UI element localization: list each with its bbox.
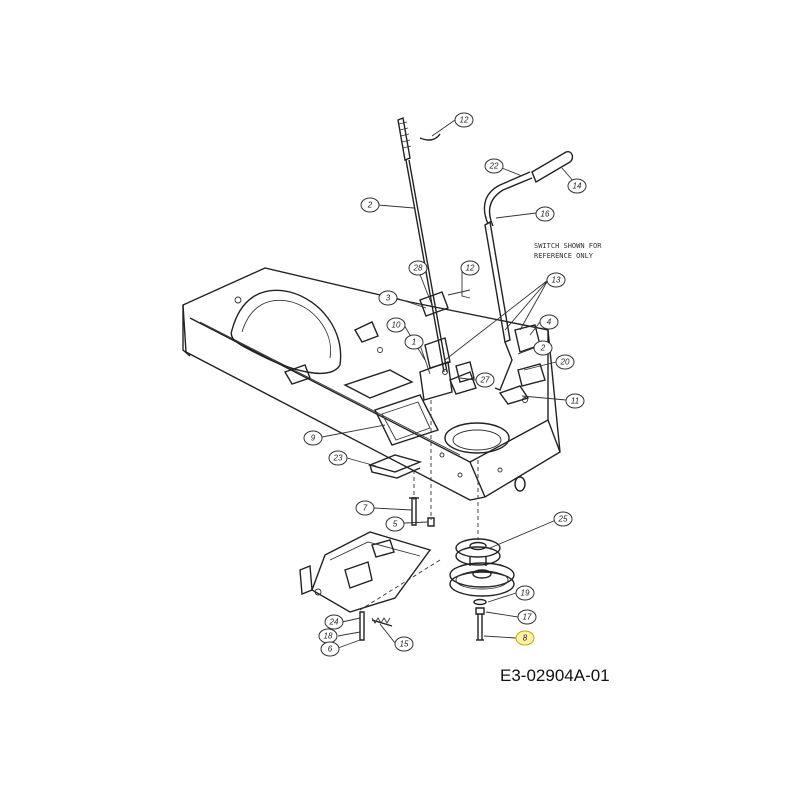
callout-c9: 9: [303, 430, 323, 446]
callout-c11: 11: [565, 393, 585, 409]
callout-c2b: 2: [533, 340, 553, 356]
svg-text:20: 20: [560, 358, 570, 367]
callouts: 12 22 14 2 16 28 12 13 3 4 10 1 2 20 27 …: [303, 112, 587, 657]
svg-text:15: 15: [400, 640, 409, 649]
callout-c23: 23: [328, 450, 348, 466]
callout-c18: 18: [318, 628, 338, 644]
callout-c25: 25: [553, 511, 573, 527]
callout-c17: 17: [517, 609, 537, 625]
callout-c24: 24: [324, 614, 344, 630]
svg-text:4: 4: [547, 318, 552, 327]
brake-rod: [397, 117, 448, 373]
pulley-stack: [449, 538, 515, 641]
callout-c6: 6: [320, 641, 340, 657]
callout-c27: 27: [475, 372, 495, 388]
callout-c3: 3: [378, 290, 398, 306]
svg-text:23: 23: [333, 454, 343, 463]
svg-text:28: 28: [413, 264, 423, 273]
callout-c13: 13: [546, 272, 566, 288]
svg-text:17: 17: [523, 613, 532, 622]
svg-text:9: 9: [311, 434, 316, 443]
callout-c14: 14: [567, 178, 587, 194]
svg-text:5: 5: [393, 520, 398, 529]
svg-text:14: 14: [573, 182, 582, 191]
callout-c8: 8: [515, 630, 535, 646]
callout-c15: 15: [394, 636, 414, 652]
svg-text:25: 25: [558, 515, 568, 524]
svg-text:27: 27: [480, 376, 490, 385]
svg-text:8: 8: [523, 634, 528, 643]
callout-c16a: 16: [535, 206, 555, 222]
callout-c20: 20: [555, 354, 575, 370]
svg-text:12: 12: [466, 264, 475, 273]
svg-text:12: 12: [460, 116, 469, 125]
callout-c22: 22: [484, 158, 504, 174]
svg-text:7: 7: [363, 504, 368, 513]
callout-c1: 1: [404, 334, 424, 350]
phantom-lines: [359, 400, 479, 611]
callout-c5: 5: [385, 516, 405, 532]
svg-text:10: 10: [392, 321, 401, 330]
note-line-1: SWITCH SHOWN FOR: [534, 242, 602, 250]
svg-text:2: 2: [367, 201, 373, 210]
svg-text:18: 18: [324, 632, 333, 641]
svg-text:2: 2: [540, 344, 546, 353]
svg-text:24: 24: [329, 618, 339, 627]
svg-text:19: 19: [521, 589, 530, 598]
frame-brackets: [283, 321, 530, 479]
lower-bracket: [299, 531, 432, 641]
svg-text:16: 16: [541, 210, 550, 219]
callout-c28: 28: [408, 260, 428, 276]
note-line-2: REFERENCE ONLY: [534, 252, 594, 260]
svg-text:1: 1: [412, 338, 416, 347]
callout-c19: 19: [515, 585, 535, 601]
bolts: [409, 497, 435, 527]
svg-text:13: 13: [552, 276, 561, 285]
callout-c12b: 12: [460, 260, 480, 276]
svg-text:11: 11: [571, 397, 579, 406]
callout-c12a: 12: [454, 112, 474, 128]
callout-c7: 7: [355, 500, 375, 516]
reference-note: SWITCH SHOWN FOR REFERENCE ONLY: [534, 242, 602, 260]
svg-text:22: 22: [489, 162, 499, 171]
svg-text:6: 6: [328, 645, 333, 654]
figure-code: E3-02904A-01: [500, 666, 610, 685]
svg-text:3: 3: [386, 294, 391, 303]
lift-lever: [483, 150, 574, 391]
callout-c2a: 2: [360, 197, 380, 213]
callout-c10: 10: [386, 317, 406, 333]
switch-assembly: [419, 289, 475, 401]
chassis-frame: [182, 267, 561, 501]
leader-lines: [321, 119, 575, 649]
callout-c4: 4: [539, 314, 559, 330]
